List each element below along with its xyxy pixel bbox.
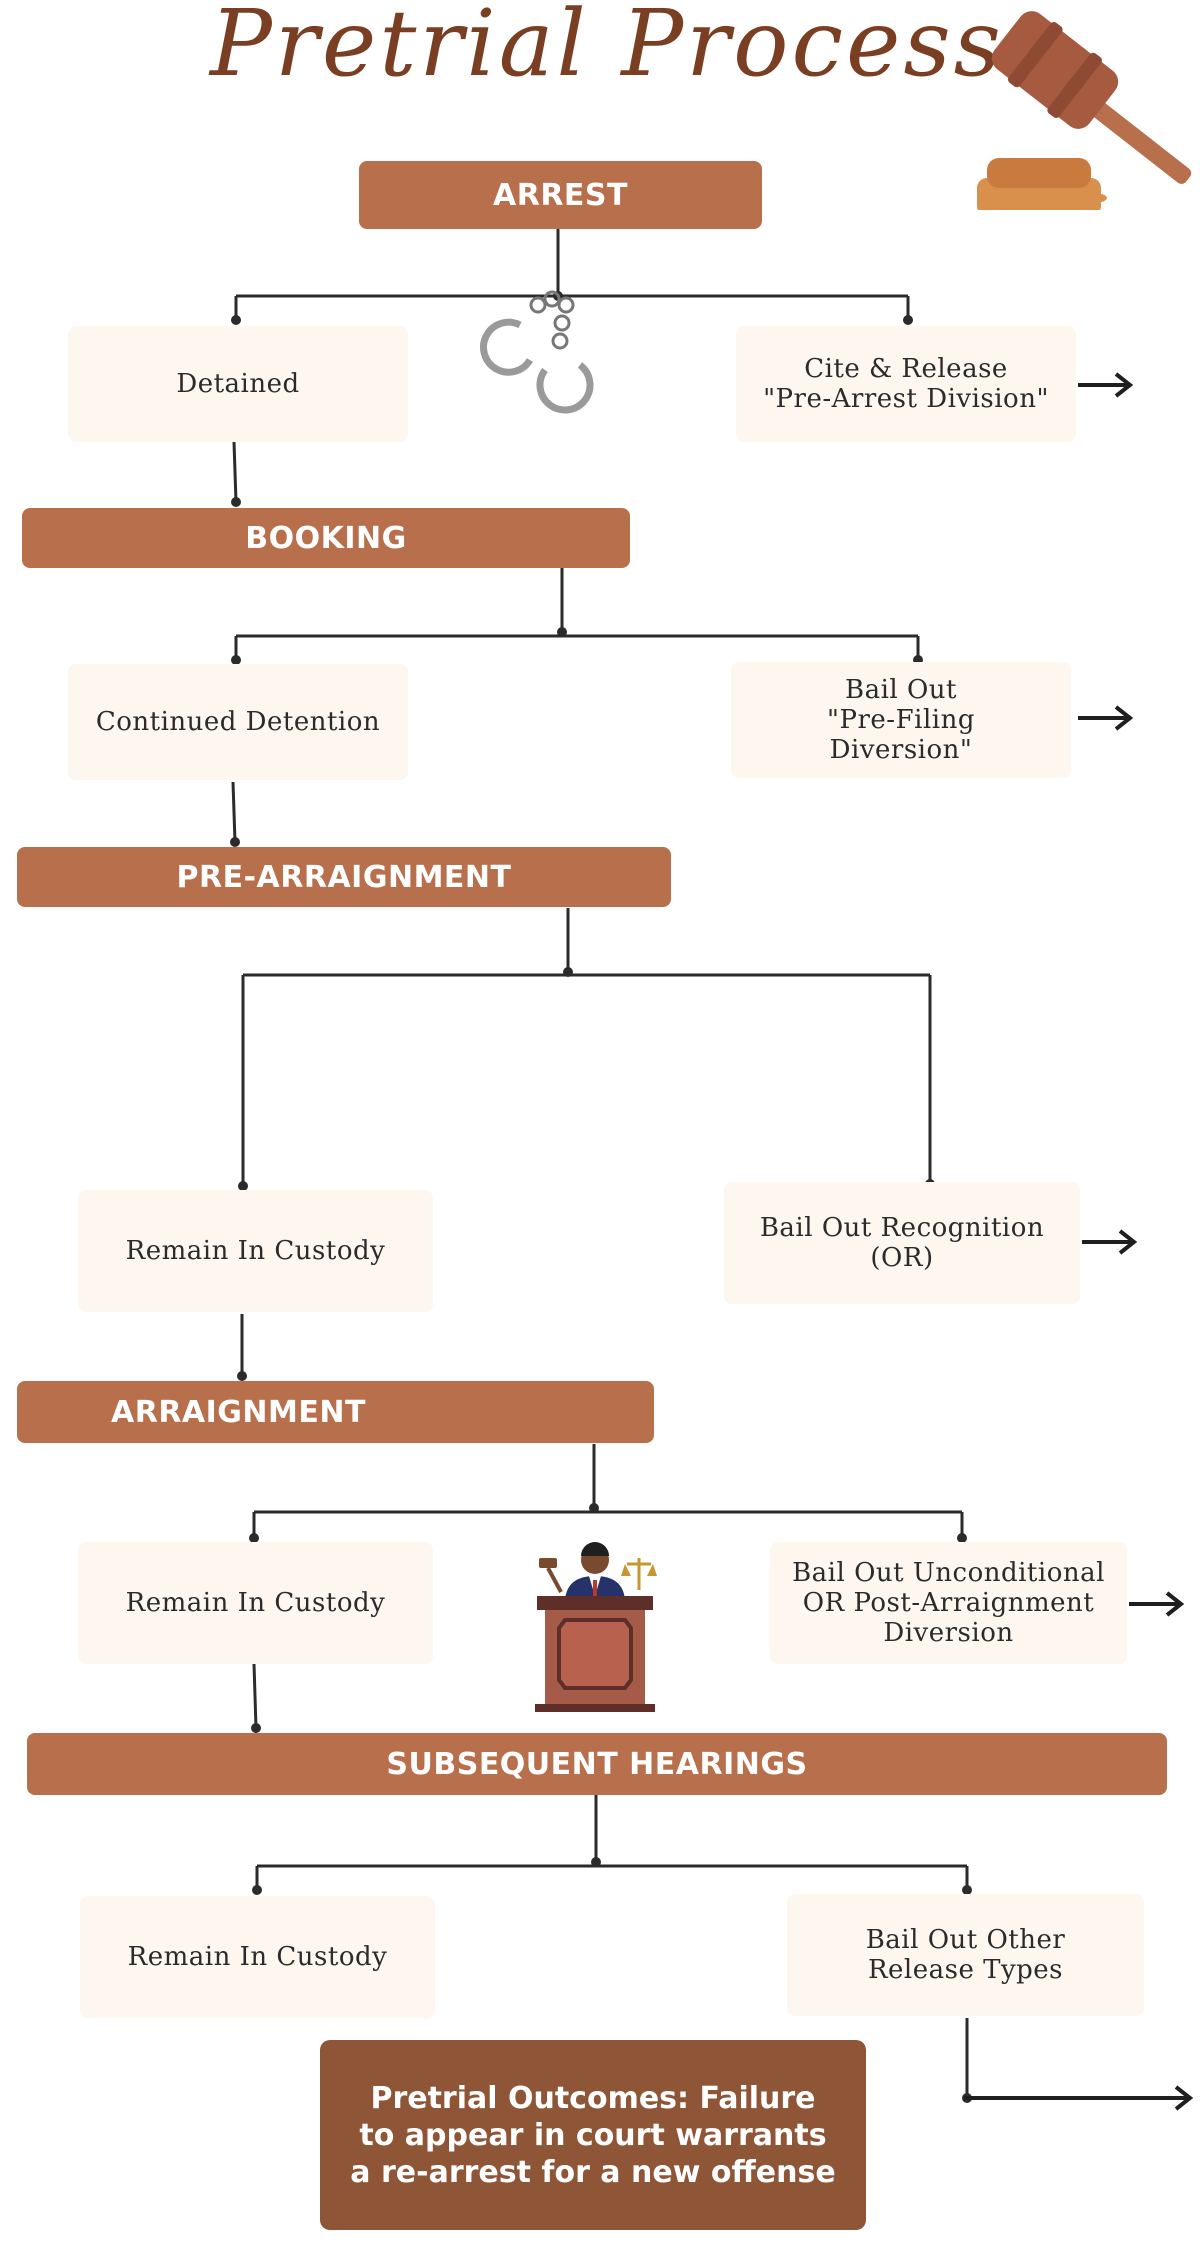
branch-bail-out-recognition-line1: Bail Out Recognition [759, 1213, 1045, 1243]
branch-bail-out-other: Bail Out Other Release Types [787, 1894, 1144, 2016]
branch-continued-detention-label: Continued Detention [95, 707, 381, 737]
page-title: Pretrial Process [210, 0, 1004, 97]
stage-arraignment-label: ARRAIGNMENT [111, 1394, 366, 1430]
branch-bail-out-other-line2: Release Types [867, 1955, 1064, 1985]
branch-bail-out-unconditional-line1: Bail Out Unconditional [792, 1558, 1105, 1588]
judge-at-podium-icon [535, 1542, 657, 1712]
branch-bail-out-unconditional: Bail Out Unconditional OR Post-Arraignme… [770, 1542, 1127, 1664]
right-arrow-icon [964, 2085, 1194, 2111]
branch-remain-in-custody-2-label: Remain In Custody [125, 1588, 386, 1618]
branch-bail-out-recognition: Bail Out Recognition (OR) [724, 1182, 1080, 1304]
branch-bail-out-unconditional-line2: OR Post-Arraignment [802, 1588, 1095, 1618]
stage-subsequent-hearings: SUBSEQUENT HEARINGS [27, 1733, 1167, 1795]
branch-continued-detention: Continued Detention [68, 664, 408, 780]
branch-detained-label: Detained [176, 369, 300, 399]
right-arrow-icon [1078, 372, 1134, 398]
branch-remain-in-custody-3-label: Remain In Custody [127, 1942, 388, 1972]
branch-remain-in-custody-1: Remain In Custody [78, 1190, 433, 1312]
branch-bail-out-recognition-line2: (OR) [870, 1243, 934, 1273]
branch-remain-in-custody-2: Remain In Custody [78, 1542, 433, 1664]
pretrial-outcomes-box: Pretrial Outcomes: Failure to appear in … [320, 2040, 866, 2230]
branch-detained: Detained [68, 326, 408, 442]
stage-arrest: ARREST [359, 161, 762, 229]
branch-bail-out-pre-filing: Bail Out "Pre-Filing Diversion" [731, 662, 1071, 778]
branch-bail-out-other-line1: Bail Out Other [865, 1925, 1066, 1955]
stage-booking: BOOKING [22, 508, 630, 568]
branch-bail-out-line2: "Pre-Filing [827, 705, 975, 735]
right-arrow-icon [1082, 1229, 1138, 1255]
right-arrow-icon [1129, 1591, 1185, 1617]
stage-pre-arraignment: PRE-ARRAIGNMENT [17, 847, 671, 907]
branch-bail-out-line1: Bail Out [844, 675, 957, 705]
branch-bail-out-line3: Diversion" [829, 735, 973, 765]
branch-bail-out-unconditional-line3: Diversion [883, 1618, 1014, 1648]
branch-cite-release-line2: "Pre-Arrest Division" [763, 384, 1049, 414]
stage-arraignment: ARRAIGNMENT [17, 1381, 654, 1443]
handcuffs-icon [480, 290, 594, 414]
branch-remain-in-custody-1-label: Remain In Custody [125, 1236, 386, 1266]
right-arrow-icon [1078, 705, 1134, 731]
branch-remain-in-custody-3: Remain In Custody [80, 1896, 435, 2018]
branch-cite-and-release: Cite & Release "Pre-Arrest Division" [736, 326, 1076, 442]
pretrial-outcomes-text: Pretrial Outcomes: Failure to appear in … [350, 2080, 836, 2190]
gavel-icon [977, 11, 1192, 210]
branch-cite-release-line1: Cite & Release [804, 354, 1008, 384]
